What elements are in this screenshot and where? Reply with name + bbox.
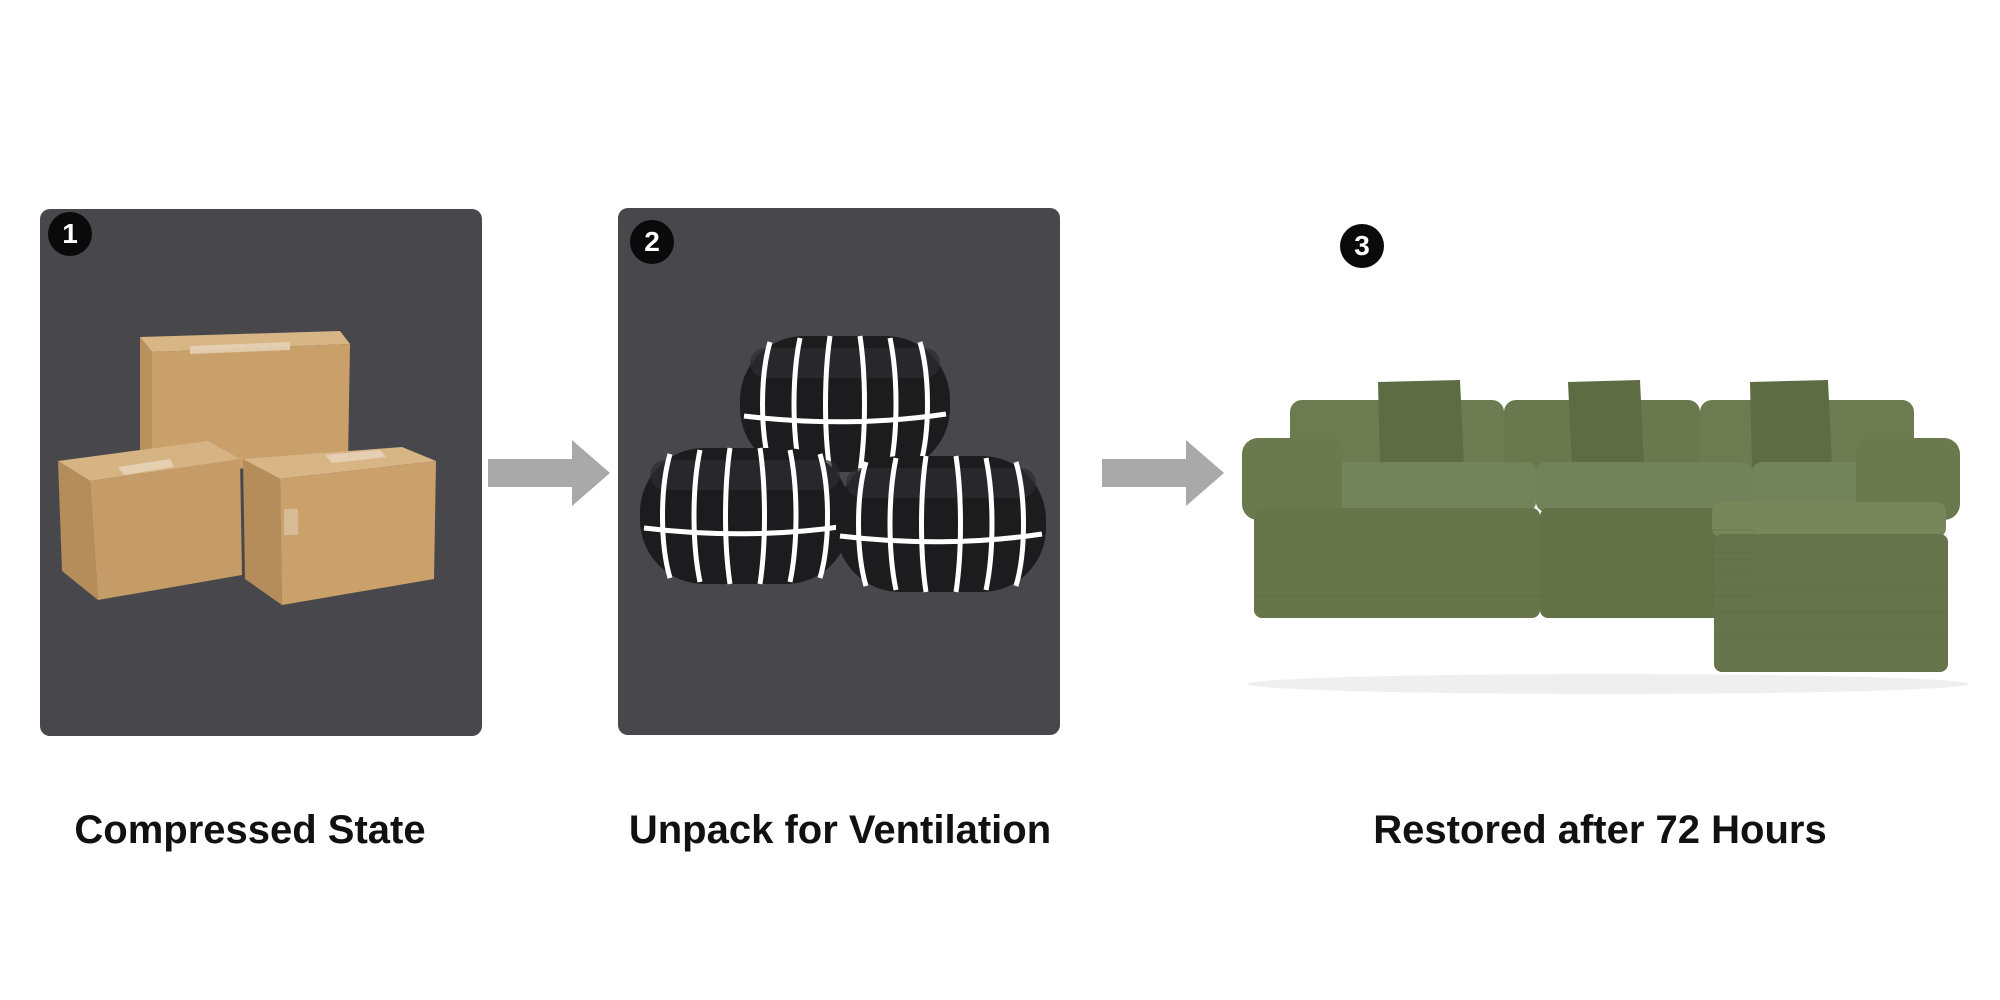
arrow-right-icon	[1102, 440, 1224, 506]
step-1-badge: 1	[48, 212, 92, 256]
step-2-badge: 2	[630, 220, 674, 264]
sectional-sofa-icon	[1242, 380, 1968, 694]
step-1-caption: Compressed State	[74, 808, 426, 852]
step-3-badge: 3	[1340, 224, 1384, 268]
step-1-panel	[40, 209, 482, 736]
step-3-caption: Restored after 72 Hours	[1373, 808, 1827, 852]
strapped-bundles-icon	[618, 208, 1060, 735]
step-2-caption: Unpack for Ventilation	[628, 808, 1052, 852]
arrow-right-icon	[488, 440, 610, 506]
cardboard-boxes-icon	[58, 331, 436, 605]
step-2-panel	[618, 208, 1060, 735]
